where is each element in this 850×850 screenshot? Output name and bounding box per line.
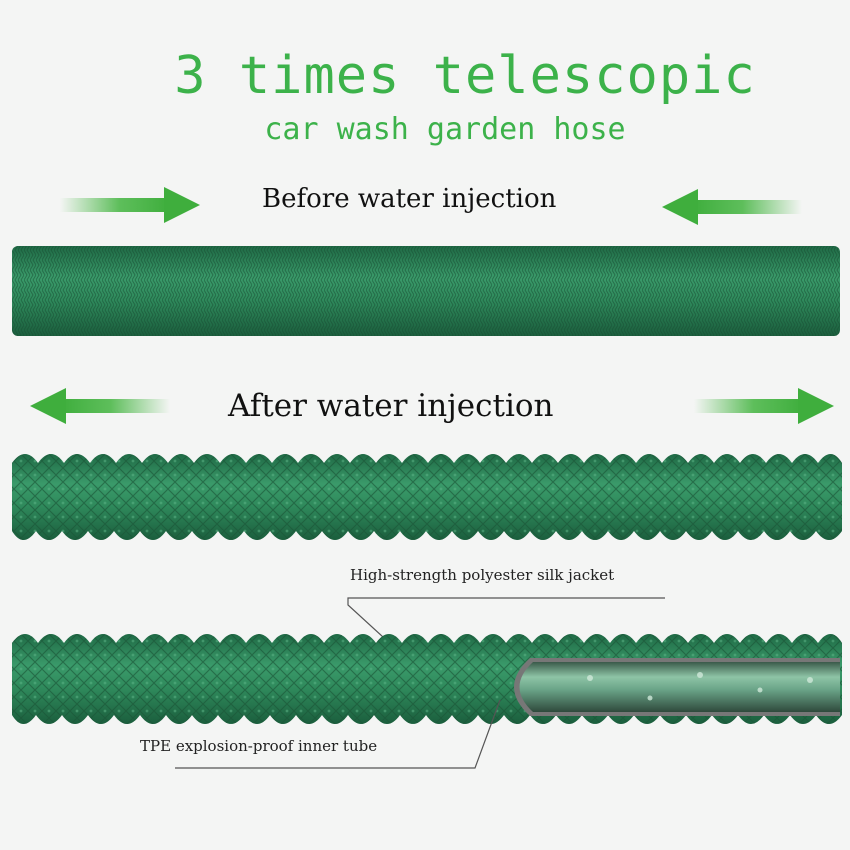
inner-tube bbox=[514, 658, 840, 716]
hose-before bbox=[12, 246, 840, 336]
arrow-right-icon bbox=[60, 187, 200, 223]
arrow-left-icon bbox=[30, 388, 170, 424]
page-title: 3 times telescopic bbox=[174, 46, 756, 106]
hose-cutaway bbox=[12, 634, 842, 724]
callout-line-tube bbox=[175, 699, 501, 769]
hose-after bbox=[12, 454, 842, 540]
after-injection-label: After water injection bbox=[228, 388, 554, 424]
callout-jacket-label: High-strength polyester silk jacket bbox=[350, 566, 615, 584]
page-subtitle: car wash garden hose bbox=[264, 112, 626, 147]
before-injection-label: Before water injection bbox=[262, 184, 557, 214]
callout-tube-label: TPE explosion-proof inner tube bbox=[140, 737, 378, 755]
arrow-left-icon bbox=[662, 189, 802, 225]
arrow-right-icon bbox=[694, 388, 834, 424]
